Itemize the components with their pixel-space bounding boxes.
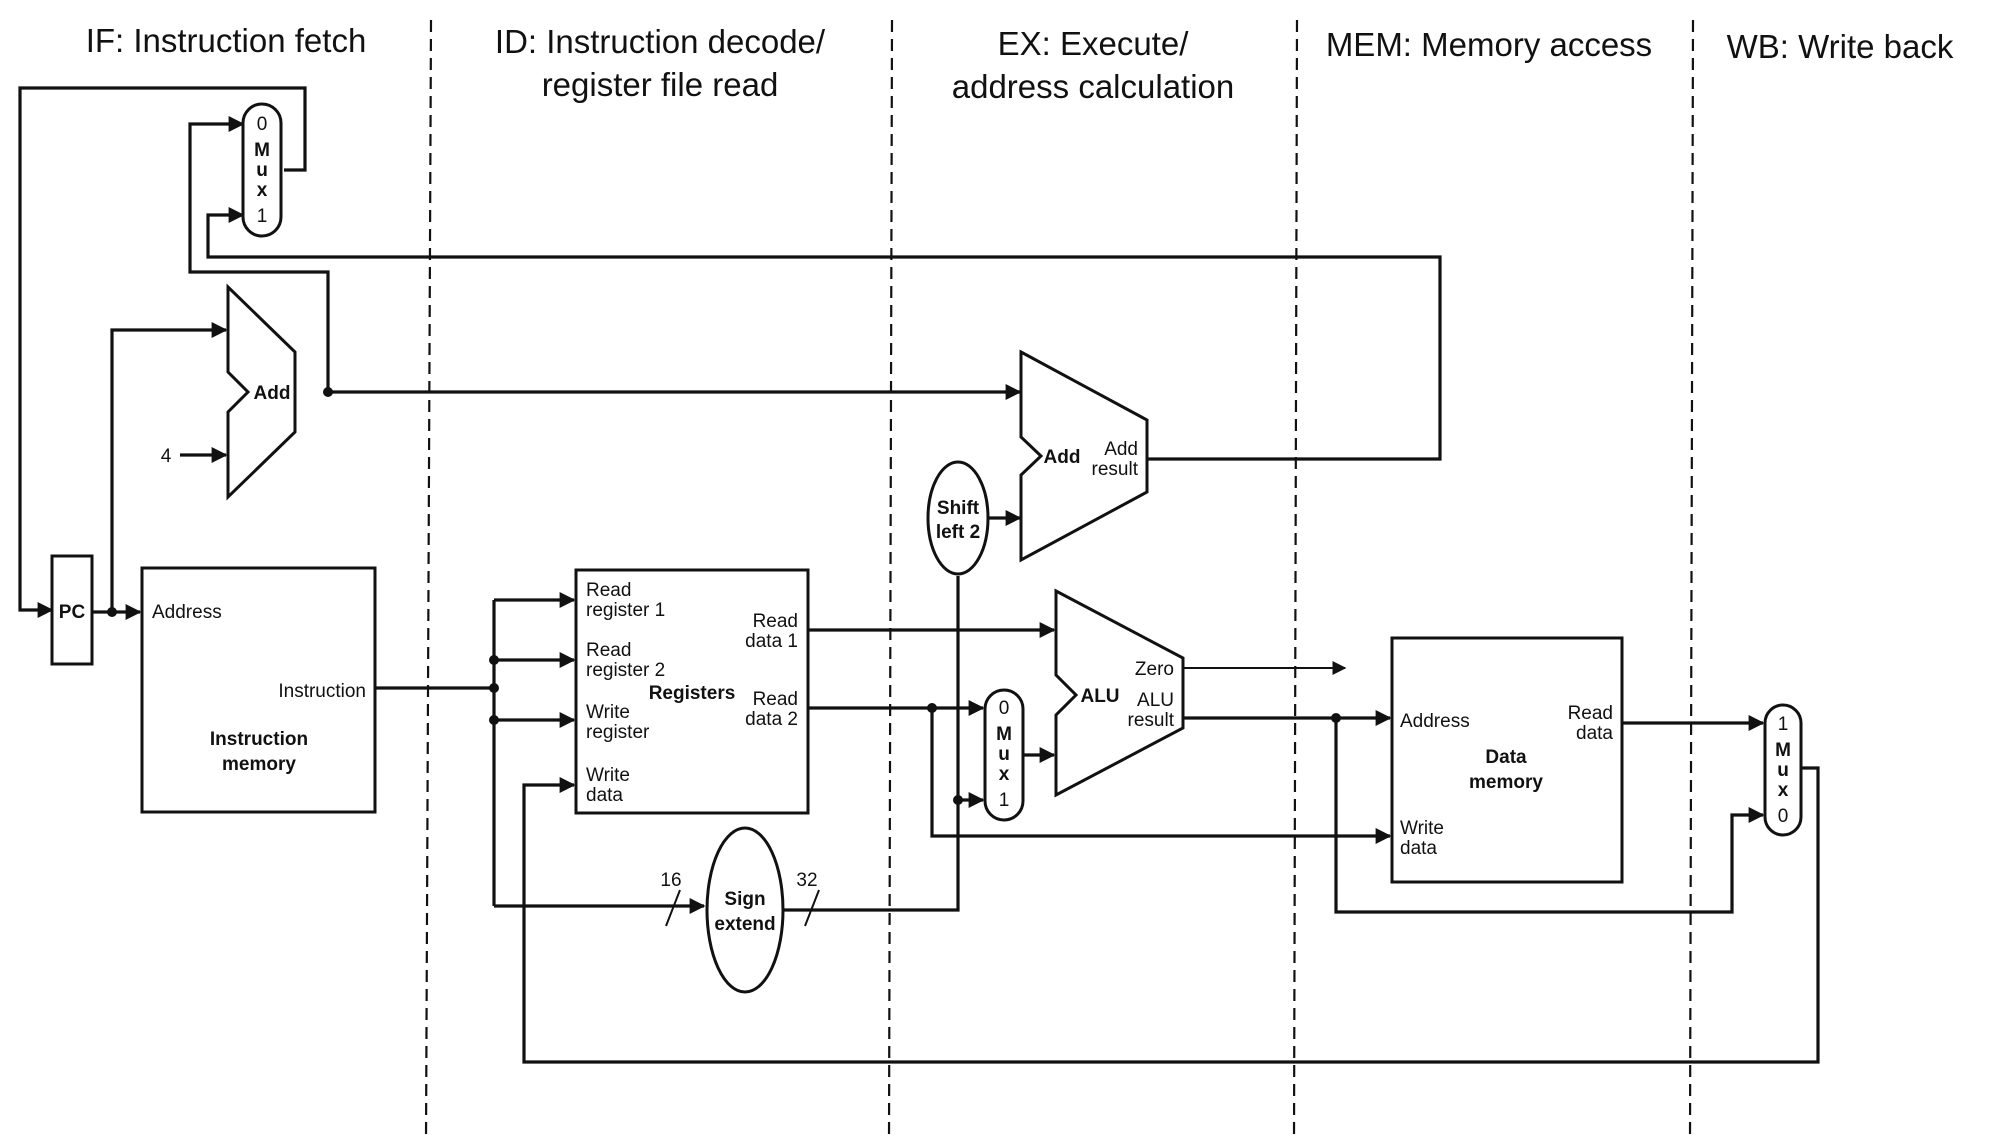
reg-read-register-1-line2: register 1 xyxy=(586,600,665,621)
branch-adder: Add Add result xyxy=(1019,349,1149,563)
wire-pc-to-adder xyxy=(110,322,228,612)
wb-mux-letter-m: M xyxy=(1775,740,1791,761)
reg-read-data-2-line2: data 2 xyxy=(745,709,798,730)
alu: ALU Zero ALU result xyxy=(1054,588,1185,798)
sign-extend-output-width: 32 xyxy=(796,870,817,891)
bus-width-tick-32 xyxy=(804,889,820,927)
wire-write-back xyxy=(522,766,1820,1064)
junction-dot xyxy=(489,683,499,693)
wire-branch-target-to-pc-mux xyxy=(206,207,1442,461)
imem-instruction-label: Instruction xyxy=(278,681,366,702)
alu-mux-input-0: 0 xyxy=(999,698,1010,719)
sign-extend: Sign extend 16 32 xyxy=(660,826,818,994)
reg-write-data-line1: Write xyxy=(586,765,630,786)
pc-mux-input-1: 1 xyxy=(257,206,268,227)
wire-read-data-2-to-dmem xyxy=(930,708,1392,844)
junction-dot xyxy=(1331,713,1341,723)
imem-title-line1: Instruction xyxy=(210,729,308,750)
shift-left-label-line2: left 2 xyxy=(936,522,980,543)
reg-read-data-2-line1: Read xyxy=(753,689,798,710)
alu-result-line1: ALU xyxy=(1137,690,1174,711)
wb-mux-letter-x: x xyxy=(1778,780,1789,801)
wb-mux: 1 M u x 0 xyxy=(1763,703,1803,837)
pc-register: PC xyxy=(50,554,94,666)
wires xyxy=(18,86,1820,1064)
pc-adder-label: Add xyxy=(254,383,291,404)
sign-extend-label-line1: Sign xyxy=(724,889,765,910)
pc-mux-letter-m: M xyxy=(254,140,270,161)
stage-id-label-line1: ID: Instruction decode/ xyxy=(495,23,826,60)
stage-divider-ex-mem xyxy=(1292,19,1299,1141)
dmem-write-data-line1: Write xyxy=(1400,818,1444,839)
reg-read-data-1-line1: Read xyxy=(753,611,798,632)
pc-mux-input-0: 0 xyxy=(257,114,268,135)
dmem-title-line2: memory xyxy=(1469,772,1543,793)
dmem-write-data-line2: data xyxy=(1400,838,1437,859)
stage-divider-mem-wb xyxy=(1688,19,1695,1141)
reg-read-register-1-line1: Read xyxy=(586,580,631,601)
wire-pc-mux-to-pc xyxy=(18,86,307,618)
sign-extend-label-line2: extend xyxy=(714,914,775,935)
stage-divider-if-id xyxy=(424,19,433,1141)
pc-mux-letter-u: u xyxy=(256,160,268,181)
dmem-read-data-line1: Read xyxy=(1568,703,1613,724)
wb-mux-letter-u: u xyxy=(1777,760,1789,781)
junction-dot xyxy=(323,387,333,397)
junction-dot xyxy=(489,655,499,665)
branch-adder-result-line2: result xyxy=(1092,459,1139,480)
alu-mux-letter-m: M xyxy=(996,724,1012,745)
stage-wb-label: WB: Write back xyxy=(1727,28,1954,65)
stage-divider-id-ex xyxy=(887,19,894,1141)
imem-title-line2: memory xyxy=(222,754,296,775)
junction-dot xyxy=(953,795,963,805)
stage-if-label: IF: Instruction fetch xyxy=(86,22,367,59)
alu-mux-letter-u: u xyxy=(998,744,1010,765)
alu-mux-letter-x: x xyxy=(999,764,1010,785)
registers-title: Registers xyxy=(649,683,736,704)
alu-result-line2: result xyxy=(1128,710,1175,731)
pc-mux-letter-x: x xyxy=(257,180,268,201)
wire-pc4-to-pc-mux xyxy=(188,116,330,392)
constant-4-label: 4 xyxy=(161,446,172,467)
shift-left-2: Shift left 2 xyxy=(926,460,990,576)
wb-mux-input-0: 0 xyxy=(1778,806,1789,827)
junction-dots xyxy=(107,387,1341,805)
reg-write-data-line2: data xyxy=(586,785,623,806)
wb-mux-input-1: 1 xyxy=(1778,714,1789,735)
branch-adder-result-line1: Add xyxy=(1104,439,1138,460)
branch-adder-label: Add xyxy=(1044,447,1081,468)
dmem-address-label: Address xyxy=(1400,711,1470,732)
data-memory: Address Write data Read data Data memory xyxy=(1390,636,1624,884)
reg-read-register-2-line1: Read xyxy=(586,640,631,661)
pc-mux: 0 M u x 1 xyxy=(241,102,283,238)
sign-extend-input-width: 16 xyxy=(660,870,681,891)
reg-write-register-line2: register xyxy=(586,722,650,743)
junction-dot xyxy=(489,715,499,725)
imem-address-label: Address xyxy=(152,602,222,623)
register-file: Read register 1 Read register 2 Write re… xyxy=(574,568,810,815)
dmem-read-data-line2: data xyxy=(1576,723,1613,744)
reg-write-register-line1: Write xyxy=(586,702,630,723)
alu-zero-label: Zero xyxy=(1135,659,1174,680)
alu-label: ALU xyxy=(1080,686,1119,707)
stage-ex-label-line2: address calculation xyxy=(952,68,1235,105)
pc-label: PC xyxy=(59,602,86,623)
stage-mem-label: MEM: Memory access xyxy=(1326,26,1652,63)
pc-adder: Add 4 xyxy=(161,283,297,501)
junction-dot xyxy=(107,607,117,617)
reg-read-data-1-line2: data 1 xyxy=(745,631,798,652)
junction-dot xyxy=(927,703,937,713)
stage-ex-label-line1: EX: Execute/ xyxy=(998,25,1190,62)
wire-sign-extend-out xyxy=(784,576,960,912)
alu-mux-input-1: 1 xyxy=(999,790,1010,811)
alu-mux: 0 M u x 1 xyxy=(983,688,1025,822)
wire-alu-result-to-wb-mux xyxy=(1334,718,1765,914)
stage-id-label-line2: register file read xyxy=(542,66,779,103)
bus-width-tick-16 xyxy=(665,889,681,927)
reg-read-register-2-line2: register 2 xyxy=(586,660,665,681)
shift-left-label-line1: Shift xyxy=(937,498,980,519)
dmem-title-line1: Data xyxy=(1485,747,1527,768)
instruction-memory: Address Instruction Instruction memory xyxy=(140,566,377,814)
